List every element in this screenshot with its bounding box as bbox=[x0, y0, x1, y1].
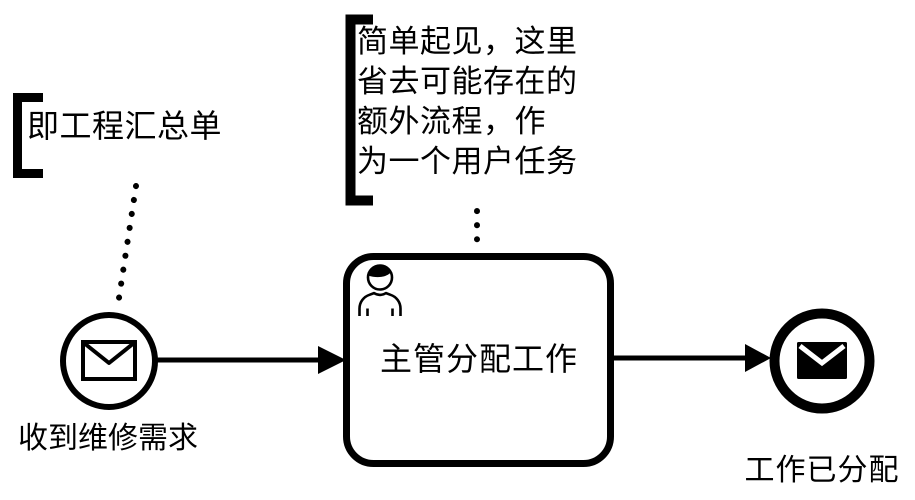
annotation-line-4: 为一个用户任务 bbox=[357, 144, 578, 179]
open-bracket-icon bbox=[13, 93, 43, 178]
start-event-label: 收到维修需求 bbox=[18, 422, 198, 455]
user-icon bbox=[358, 264, 402, 316]
end-event-label: 工作已分配 bbox=[744, 454, 900, 487]
open-bracket-icon bbox=[345, 14, 373, 206]
user-task-box bbox=[343, 253, 614, 467]
message-envelope-filled-icon bbox=[797, 342, 847, 379]
annotation-line-3: 额外流程，作 bbox=[357, 104, 546, 139]
annotation-line-1: 简单起见，这里 bbox=[357, 24, 578, 59]
annotation-line-2: 省去可能存在的 bbox=[357, 64, 578, 99]
user-task-node bbox=[343, 253, 614, 467]
sequence-flow-arrow-2 bbox=[613, 344, 771, 372]
end-event-node bbox=[769, 308, 875, 414]
association-dotted-line-start bbox=[116, 183, 139, 301]
sequence-flow-arrow-1 bbox=[156, 346, 346, 374]
annotation-text-summary: 即工程汇总单 bbox=[27, 108, 223, 144]
message-envelope-icon bbox=[81, 340, 137, 381]
start-event-node bbox=[60, 312, 158, 410]
arrowhead-icon bbox=[745, 344, 771, 372]
annotation-text-task: 简单起见，这里 省去可能存在的 额外流程，作 为一个用户任务 bbox=[357, 22, 578, 182]
arrowhead-icon bbox=[318, 346, 346, 374]
user-task-label: 主管分配工作 bbox=[379, 341, 578, 377]
